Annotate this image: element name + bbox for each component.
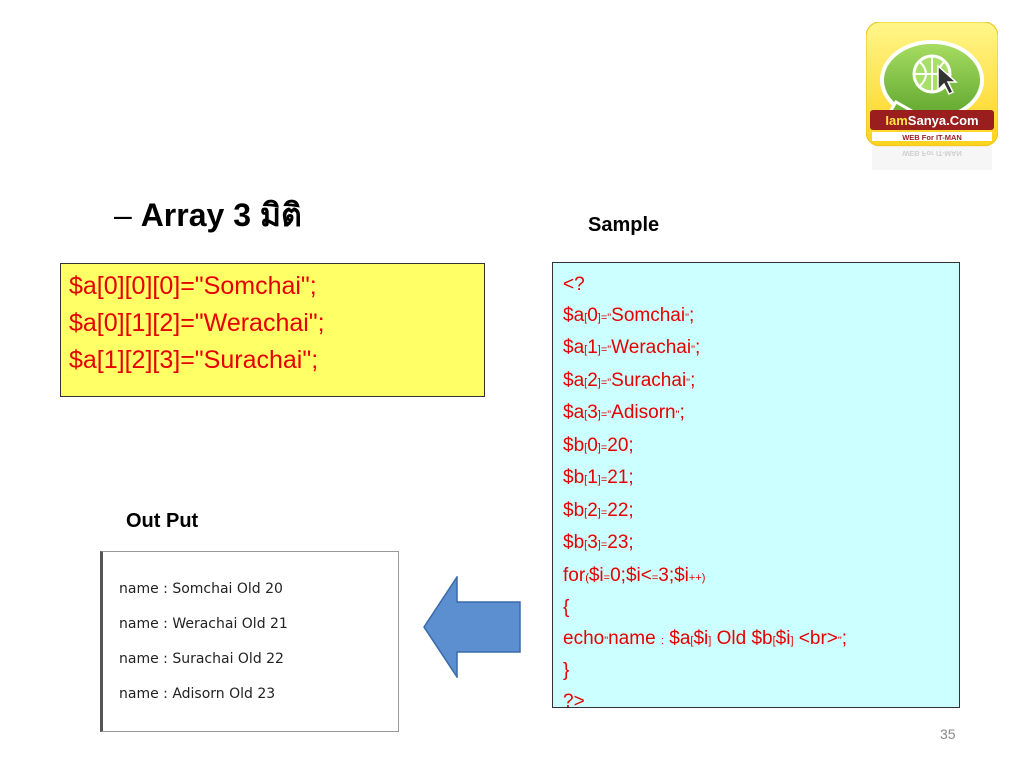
code-line: echo"name : $a[$i] Old $b[$i] <br>";	[563, 627, 848, 649]
code-line: {	[563, 597, 570, 618]
sample-code-box: <? $a[0]="Somchai"; $a[1]="Werachai"; $a…	[552, 262, 960, 712]
heading-title: Array 3 มิติ	[140, 197, 302, 233]
array-assignment-box: $a[0][0][0]="Somchai"; $a[0][1][2]="Wera…	[60, 263, 485, 397]
output-window: name : Somchai Old 20 name : Werachai Ol…	[100, 551, 399, 732]
code-line: ?>	[563, 690, 585, 712]
logo-brand-name: Sanya.Com	[908, 113, 979, 128]
logo-reflection: WEB For IT-MAN	[902, 149, 962, 158]
code-line: <?	[563, 274, 585, 295]
code-line: $b[1]=21;	[563, 467, 634, 488]
heading-dash: –	[114, 197, 132, 233]
slide-heading: – Array 3 มิติ	[114, 190, 302, 241]
code-line: $a[1]="Werachai";	[563, 337, 701, 358]
iamsanya-logo: IamSanya.Com WEB For IT-MAN WEB For IT-M…	[866, 22, 998, 170]
cursor-icon	[937, 64, 958, 96]
code-line: for($i=0;$i<=3;$i++)	[563, 564, 706, 586]
code-line: $a[2]="Surachai";	[563, 369, 696, 391]
code-line: $b[0]=20;	[563, 434, 634, 456]
logo-tagline: WEB For IT-MAN	[902, 133, 962, 142]
code-line: $a[0]="Somchai";	[563, 304, 695, 326]
code-line: $a[3]="Adisorn";	[563, 402, 685, 423]
output-line: name : Adisorn Old 23	[119, 686, 276, 702]
page-number: 35	[940, 726, 956, 742]
svg-text:IamSanya.Com: IamSanya.Com	[885, 113, 978, 128]
left-arrow-icon	[423, 576, 521, 678]
code-line: }	[563, 660, 570, 681]
sample-label: Sample	[588, 214, 660, 236]
code-line: $b[3]=23;	[563, 532, 634, 553]
output-line: name : Somchai Old 20	[119, 581, 283, 597]
array-line: $a[0][1][2]="Werachai";	[69, 309, 325, 337]
output-label: Out Put	[126, 510, 199, 532]
code-line: $b[2]=22;	[563, 499, 634, 521]
logo-brand-prefix: Iam	[885, 113, 907, 128]
output-line: name : Werachai Old 21	[119, 616, 288, 632]
array-line: $a[1][2][3]="Surachai";	[69, 346, 319, 374]
output-line: name : Surachai Old 22	[119, 651, 284, 667]
array-line: $a[0][0][0]="Somchai";	[69, 272, 317, 300]
